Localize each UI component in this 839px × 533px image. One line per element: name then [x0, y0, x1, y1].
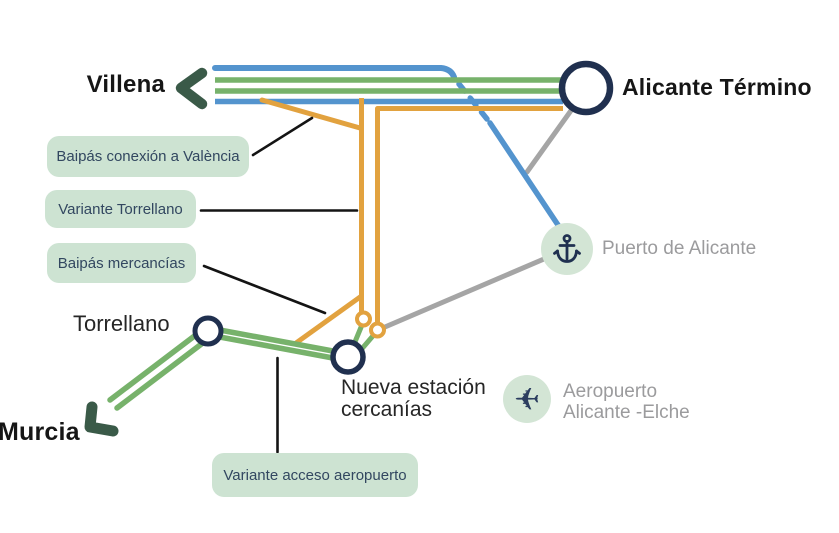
green-torrellano-track-1: [206, 325, 352, 357]
poi-label-aeropuerto: Aeropuerto Alicante -Elche: [563, 381, 690, 423]
station-label-alicante-termino: Alicante Término: [622, 74, 812, 100]
callout-line-valencia: [251, 116, 314, 157]
orange-junction-node-1: [355, 310, 372, 328]
orange-baipas-valencia: [259, 97, 363, 131]
poi-label-aeropuerto-line2: Alicante -Elche: [563, 402, 690, 423]
station-label-murcia: Murcia: [0, 418, 80, 446]
badge-variante-torrellano: Variante Torrellano: [45, 190, 196, 228]
station-label-villena: Villena: [86, 71, 165, 98]
callout-line-mercancias: [202, 264, 327, 315]
aeropuerto-icon-circle: [503, 375, 551, 423]
green-torrellano-track-2: [206, 332, 352, 364]
badge-variante-aeropuerto: Variante acceso aeropuerto: [212, 453, 418, 497]
gray-link-termino: [524, 102, 578, 175]
chevron-down-left-icon: [84, 401, 119, 437]
green-murcia-track-2: [114, 333, 215, 411]
orange-line-termino-airport: [375, 106, 563, 330]
chevron-left-icon: [175, 67, 208, 110]
station-marker-torrellano: [192, 315, 224, 347]
station-label-torrellano: Torrellano: [73, 311, 170, 336]
blue-line-to-puerto: [487, 120, 563, 231]
orange-baipas-mercancias: [293, 293, 364, 346]
station-marker-nueva-estacion: [330, 339, 366, 375]
station-label-nueva-estacion: Nueva estación cercanías: [341, 376, 486, 421]
badge-baipas-mercancias: Baipás mercancías: [47, 243, 196, 283]
blue-line-top: [212, 65, 457, 80]
orange-junction-node-2: [369, 321, 386, 339]
green-murcia-track-1: [107, 325, 208, 403]
badge-baipas-valencia: Baipás conexión a València: [47, 136, 249, 177]
poi-label-aeropuerto-line1: Aeropuerto: [563, 381, 658, 402]
gray-link-puerto: [375, 253, 554, 333]
station-marker-alicante-termino: [558, 60, 614, 116]
poi-label-puerto: Puerto de Alicante: [602, 238, 757, 259]
anchor-icon: [553, 234, 581, 263]
